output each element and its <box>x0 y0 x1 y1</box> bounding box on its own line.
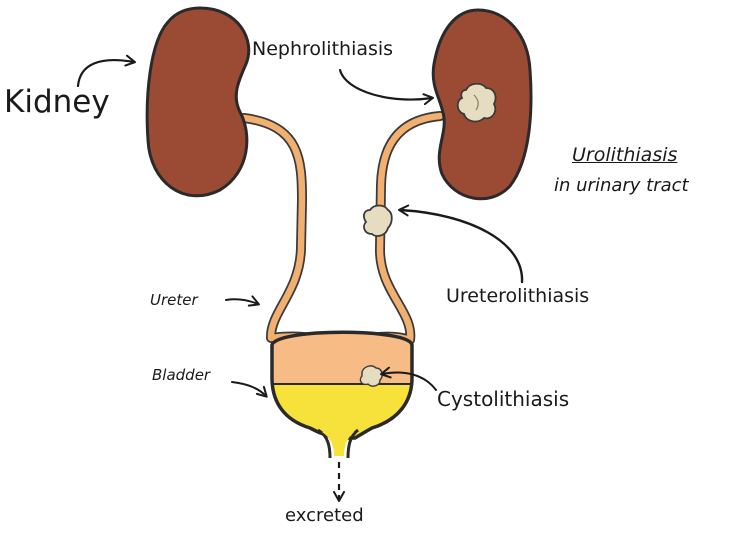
kidney-label: Kidney <box>4 84 110 120</box>
nephrolithiasis-pointer-arrow <box>340 70 432 100</box>
kidney-pointer-arrow <box>78 60 134 86</box>
ureter-pointer-arrow <box>226 299 258 304</box>
left-ureter <box>244 118 310 338</box>
nephrolithiasis-label: Nephrolithiasis <box>252 38 393 60</box>
ureter-stone <box>364 206 392 237</box>
urolithiasis-subtitle: in urinary tract <box>554 175 689 196</box>
excreted-label: excreted <box>285 505 364 526</box>
cystolithiasis-label: Cystolithiasis <box>437 387 569 411</box>
bladder <box>260 320 430 450</box>
left-kidney <box>147 8 249 196</box>
bladder-stone <box>360 366 382 386</box>
bladder-pointer-arrow <box>232 382 266 396</box>
bladder-label: Bladder <box>152 366 210 384</box>
ureterolithiasis-pointer-arrow <box>400 210 522 282</box>
urolithiasis-title: Urolithiasis <box>572 144 677 166</box>
ureter-label: Ureter <box>150 291 198 309</box>
ureterolithiasis-label: Ureterolithiasis <box>446 285 589 307</box>
